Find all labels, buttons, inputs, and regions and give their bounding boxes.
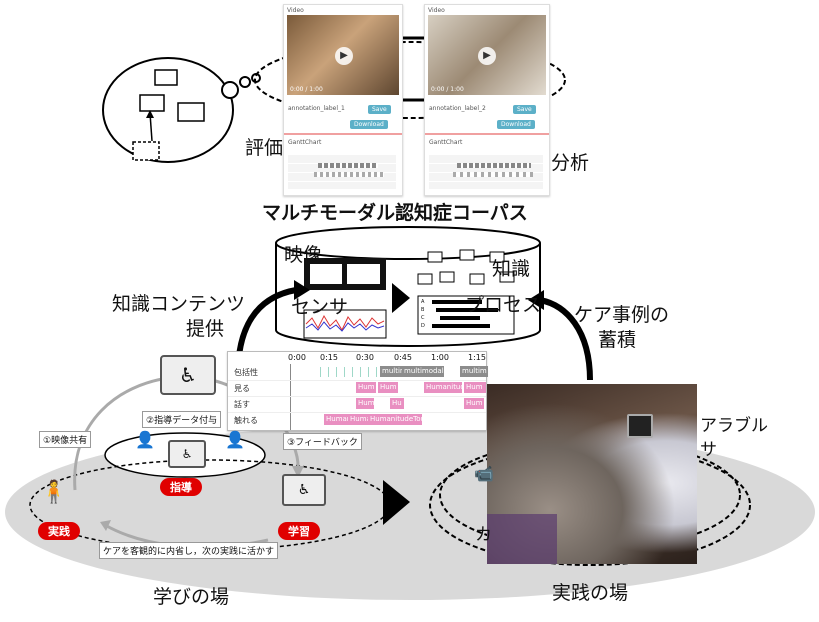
timeline-row: 見る Hum Hum HumanitudeL Hum: [228, 380, 486, 397]
care-photo: [487, 384, 697, 564]
timeline-segment[interactable]: Hum: [356, 398, 374, 409]
gantt-title: GanttChart: [288, 139, 322, 146]
gantt-title: GanttChart: [429, 139, 463, 146]
wearable-label-line1: アラブル: [700, 416, 768, 436]
timeline-segment[interactable]: Hum: [356, 382, 376, 393]
db-sensor-label: センサ: [291, 296, 349, 318]
db-knowledge-label: 知識: [492, 258, 531, 280]
video-caption: Video: [287, 7, 304, 14]
timeline-row: 包括性 multim multimodal multim: [228, 364, 488, 381]
mentor-icon: 👤: [135, 430, 155, 449]
wearable-label-line2: サ: [700, 440, 717, 460]
video-time: 0:00 / 1:00: [431, 86, 464, 93]
analysis-label: 分析: [551, 152, 590, 174]
corpus-panel-left: Video ▶ 0:00 / 1:00 annotation_label_1 S…: [283, 4, 403, 196]
provide-label-line1: 知識コンテンツ: [112, 293, 246, 315]
annotation-field[interactable]: annotation_label_2: [429, 105, 486, 112]
timeline-segment[interactable]: Hum: [464, 382, 486, 393]
camera-icon: 📹: [474, 464, 494, 483]
timeline-segment[interactable]: Hu: [390, 398, 404, 409]
timeline-row: 話す Hum Hu Hum: [228, 396, 486, 413]
timeline-ticks: 0:00 0:15 0:30 0:45 1:00 1:15: [288, 353, 486, 362]
video-frame[interactable]: ▶ 0:00 / 1:00: [428, 15, 546, 95]
reflection-label: ケアを客観的に内省し，次の実践に活かす: [99, 542, 279, 559]
process-row-labels: A B C D: [421, 299, 425, 329]
evaluation-label: 評価: [245, 137, 284, 159]
timeline-segment[interactable]: HumanitudeTouch: [368, 414, 422, 425]
practice-tag: 実践: [38, 522, 80, 540]
timeline-segment[interactable]: Huma: [348, 414, 368, 425]
gantt-chart: [429, 155, 543, 189]
accumulate-label-line1: ケア事例の: [574, 304, 670, 326]
learning-tag: 学習: [278, 522, 320, 540]
timeline-segment[interactable]: Hum: [378, 382, 398, 393]
step2-label: ②指導データ付与: [142, 411, 222, 428]
accumulate-label-line2: 蓄積: [598, 329, 637, 351]
save-button[interactable]: Save: [368, 105, 391, 114]
corpus-caption: マルチモーダル認知症コーパス: [262, 202, 528, 224]
timeline-row: 触れる Human Huma HumanitudeTouch: [234, 414, 422, 425]
feedback-video-icon: ♿: [160, 355, 216, 395]
video-frame[interactable]: ▶ 0:00 / 1:00: [287, 15, 399, 95]
gantt-chart: [288, 155, 396, 189]
download-button[interactable]: Download: [497, 120, 535, 129]
video-time: 0:00 / 1:00: [290, 86, 323, 93]
video-caption: Video: [428, 7, 445, 14]
guidance-tag: 指導: [160, 478, 202, 496]
play-icon[interactable]: ▶: [478, 47, 496, 65]
learner-screen-icon: ♿: [282, 474, 326, 506]
db-video-label: 映像: [284, 244, 323, 266]
learning-place-label: 学びの場: [153, 586, 230, 608]
timeline-segment[interactable]: multim: [380, 366, 402, 377]
timeline-segment[interactable]: HumanitudeL: [424, 382, 462, 393]
mentor-icon: 👤: [225, 430, 245, 449]
camera-label: カ: [475, 525, 492, 545]
practice-person-icon: 🧍: [40, 480, 68, 505]
timeline-segment[interactable]: multim: [460, 366, 488, 377]
db-process-label: プロセス: [465, 294, 542, 316]
play-icon[interactable]: ▶: [335, 47, 353, 65]
timeline-segment[interactable]: Hum: [464, 398, 484, 409]
corpus-panel-right: Video ▶ 0:00 / 1:00 annotation_label_2 S…: [424, 4, 550, 196]
save-button[interactable]: Save: [513, 105, 536, 114]
timeline-segment[interactable]: multimodal: [402, 366, 444, 377]
step3-label: ③フィードバック: [283, 433, 362, 450]
provide-label-line2: 提供: [186, 318, 225, 340]
mentor-screen-icon: ♿: [168, 440, 206, 468]
download-button[interactable]: Download: [350, 120, 388, 129]
annotation-field[interactable]: annotation_label_1: [288, 105, 345, 112]
practice-place-label: 実践の場: [552, 582, 629, 604]
timeline-segment[interactable]: Human: [324, 414, 348, 425]
step1-label: ①映像共有: [39, 431, 92, 448]
